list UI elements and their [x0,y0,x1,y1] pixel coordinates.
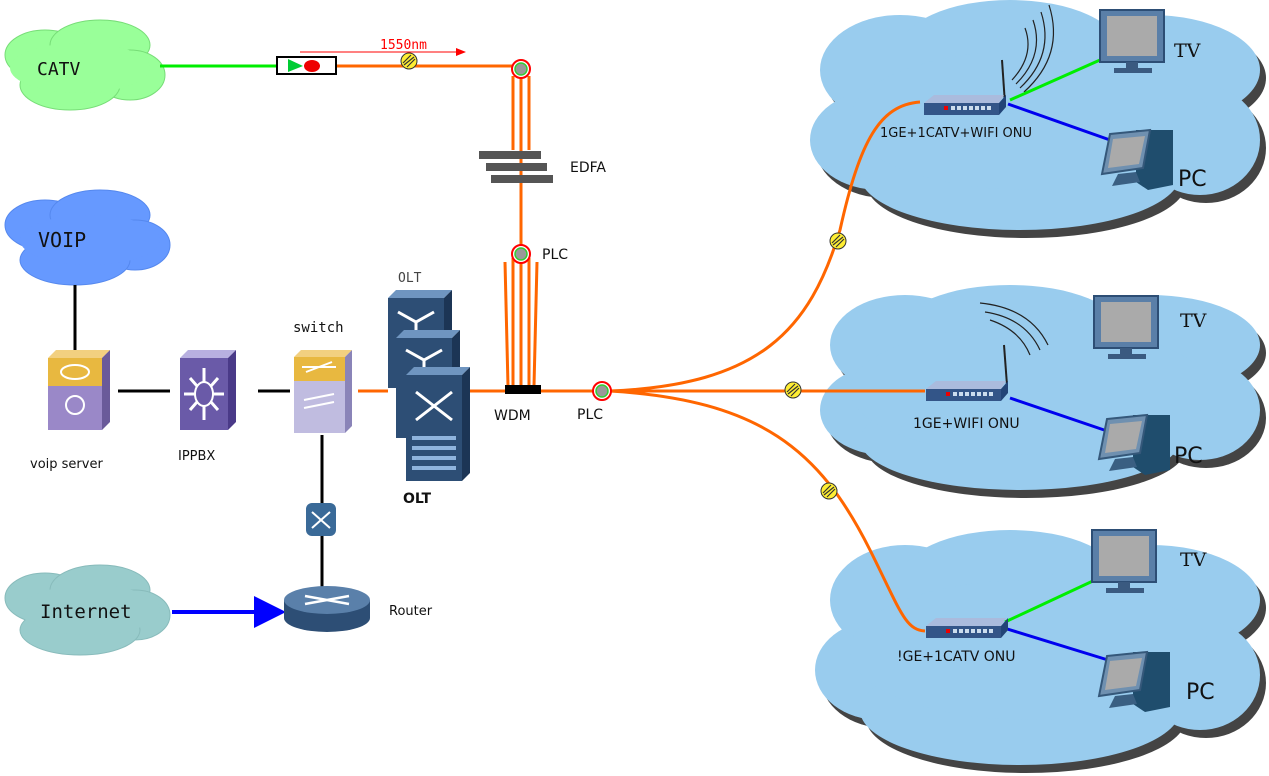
wifi-signal-icon [979,302,1049,356]
voip-server-label: voip server [30,457,103,472]
tv-label: TV [1180,549,1207,571]
pc-label: PC [1174,444,1203,469]
fiber-connector-icon [784,381,802,399]
subscriber-2: 1GE+WIFI ONU TV PC [913,295,1207,476]
tv-label: TV [1174,40,1201,62]
ippbx-label: IPPBX [178,449,215,464]
wifi-signal-icon [1011,4,1055,93]
edfa-amplifier [479,151,553,183]
onu-label: !GE+1CATV ONU [897,649,1016,665]
fiber-lines [336,64,926,633]
home-cloud-1 [810,0,1266,238]
plc-upper-label: PLC [542,247,568,263]
internet-cloud [4,564,171,656]
subscriber-3: !GE+1CATV ONU TV PC [897,529,1215,713]
fiber-connector-icon [820,482,838,500]
home-cloud-2 [820,285,1266,498]
olt-bottom-label: OLT [403,491,432,507]
voip-server-icon [48,350,110,430]
ippbx-icon [180,350,236,430]
wdm-label: WDM [494,408,531,424]
subscriber-1: 1GE+1CATV+WIFI ONU TV PC [880,4,1207,192]
olt-top-label: OLT [398,271,422,286]
coupler-node-icon [511,59,531,79]
voip-label: VOIP [38,228,86,252]
tv-label: TV [1180,310,1207,332]
catv-cloud [4,19,166,111]
catv-label: CATV [37,59,81,80]
olt-icon [388,290,470,481]
small-router-icon [306,503,336,536]
voip-cloud [4,189,171,286]
onu-label: 1GE+1CATV+WIFI ONU [880,126,1032,141]
switch-icon [294,350,352,433]
switch-label: switch [293,320,344,336]
plc-main-label: PLC [577,407,603,423]
fiber-connector-icon [829,232,847,250]
wdm-device [505,385,541,394]
onu-device-icon [926,618,1008,638]
optical-transmitter [276,56,337,75]
router-label: Router [389,604,433,619]
plc-splitter-icon [592,381,612,401]
pc-label: PC [1186,680,1215,705]
onu-device-icon [926,381,1008,401]
onu-label: 1GE+WIFI ONU [913,416,1020,432]
plc-splitter-icon [511,244,531,264]
router-icon [284,586,370,632]
fiber-connector-icon [400,52,418,70]
wavelength-label: 1550nm [380,38,427,53]
internet-label: Internet [40,601,132,623]
pc-label: PC [1178,167,1207,192]
edfa-label: EDFA [570,160,606,176]
onu-device-icon [924,95,1006,115]
